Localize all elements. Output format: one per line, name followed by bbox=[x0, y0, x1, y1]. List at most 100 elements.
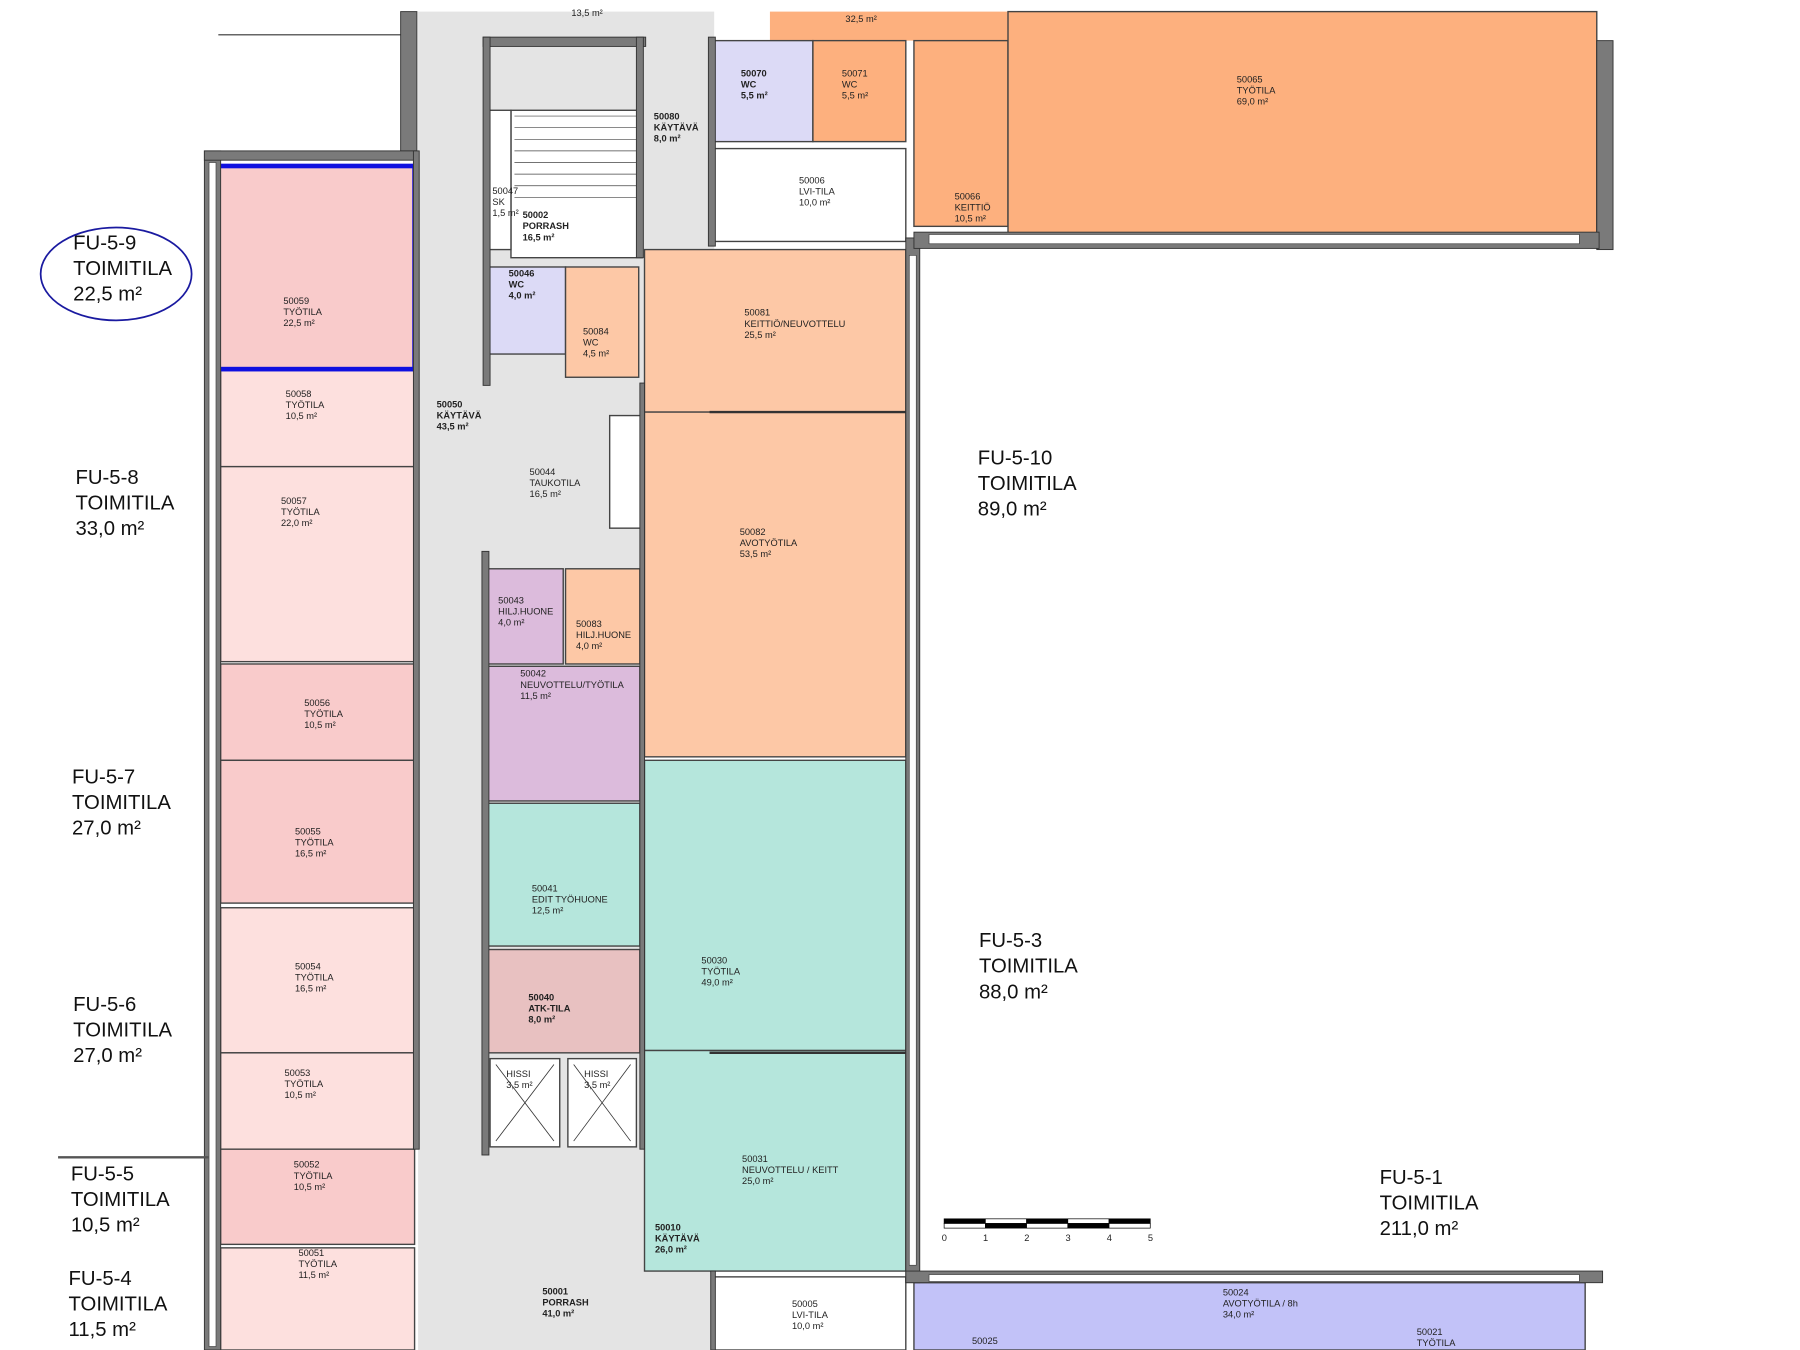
room-name: KÄYTÄVÄ bbox=[437, 410, 482, 420]
room-name: KÄYTÄVÄ bbox=[654, 123, 699, 133]
room-area bbox=[219, 759, 416, 904]
room-area: 22,0 m² bbox=[281, 518, 312, 528]
rooms-layer bbox=[216, 10, 1598, 1350]
room-50055[interactable] bbox=[219, 759, 416, 904]
room-50002[interactable] bbox=[510, 109, 643, 259]
room-50057[interactable] bbox=[219, 465, 416, 663]
room-area: 25,5 m² bbox=[744, 330, 775, 340]
room-id: 50081 bbox=[744, 308, 770, 318]
scale-segment bbox=[1026, 1223, 1069, 1229]
room-50043[interactable] bbox=[487, 568, 564, 665]
room-area bbox=[713, 1276, 907, 1350]
room-name: TYÖTILA bbox=[1417, 1338, 1456, 1348]
walls-layer bbox=[58, 11, 1614, 1350]
room-id: 50066 bbox=[955, 192, 981, 202]
room-area bbox=[812, 39, 907, 143]
room-area bbox=[487, 948, 641, 1054]
room-50071[interactable] bbox=[812, 39, 907, 143]
room-name: TYÖTILA bbox=[283, 307, 322, 317]
wall bbox=[639, 382, 645, 1150]
room-50082[interactable] bbox=[643, 411, 907, 758]
room-area bbox=[713, 39, 814, 143]
room-50059[interactable] bbox=[217, 165, 416, 370]
room-50040[interactable] bbox=[487, 948, 641, 1054]
room-area: 3,5 m² bbox=[584, 1080, 610, 1090]
room-name: KEITTIÖ/NEUVOTTELU bbox=[744, 319, 845, 329]
room-50031[interactable] bbox=[643, 1049, 907, 1272]
wall bbox=[707, 36, 716, 247]
room-name: TYÖTILA bbox=[294, 1171, 333, 1181]
room-50051[interactable] bbox=[219, 1247, 416, 1350]
room-name: LVI-TILA bbox=[799, 186, 836, 196]
room-area bbox=[643, 759, 907, 1052]
room-area bbox=[219, 368, 416, 468]
elevator-cross bbox=[495, 1064, 555, 1142]
scale-tick-label: 3 bbox=[1065, 1233, 1070, 1243]
room-hissi-30[interactable] bbox=[567, 1057, 638, 1148]
room-label: 50025 bbox=[972, 1336, 998, 1346]
room-50052[interactable] bbox=[219, 1148, 416, 1246]
room-50083[interactable] bbox=[564, 568, 641, 665]
unit-type: TOIMITILA bbox=[73, 258, 172, 280]
room-50046[interactable] bbox=[487, 266, 567, 355]
wall bbox=[482, 36, 491, 386]
room-50005[interactable] bbox=[713, 1276, 907, 1350]
room-50024[interactable] bbox=[913, 1281, 1586, 1350]
room-50030[interactable] bbox=[643, 759, 907, 1052]
room-name: WC bbox=[509, 279, 525, 289]
room-area: 4,0 m² bbox=[498, 618, 524, 628]
unit-area: 27,0 m² bbox=[73, 1045, 142, 1067]
room-area bbox=[913, 39, 1009, 228]
room-id: 50080 bbox=[654, 112, 680, 122]
room-50084[interactable] bbox=[564, 266, 640, 378]
room-area: 16,5 m² bbox=[295, 983, 326, 993]
room-50056[interactable] bbox=[219, 663, 416, 762]
room-id: 50041 bbox=[532, 883, 558, 893]
unit-code: FU-5-3 bbox=[979, 930, 1042, 952]
room-50042[interactable] bbox=[487, 665, 641, 802]
window bbox=[908, 255, 917, 1266]
scale-tick-label: 2 bbox=[1024, 1233, 1029, 1243]
room-50053[interactable] bbox=[219, 1052, 416, 1150]
scale-tick-label: 1 bbox=[983, 1233, 988, 1243]
room-50066[interactable] bbox=[913, 39, 1009, 228]
room-id: 50071 bbox=[842, 69, 868, 79]
unit-code: FU-5-1 bbox=[1380, 1167, 1443, 1189]
room-hissi-29[interactable] bbox=[489, 1057, 561, 1148]
room-50070[interactable] bbox=[713, 39, 814, 143]
unit-code: FU-5-8 bbox=[75, 467, 138, 489]
room-50065[interactable] bbox=[1007, 10, 1598, 239]
room-name: SK bbox=[492, 197, 505, 207]
room-50081[interactable] bbox=[643, 248, 907, 413]
unit-code: FU-5-9 bbox=[73, 233, 136, 255]
room-name: AVOTYÖTILA bbox=[740, 538, 798, 548]
room-50041[interactable] bbox=[487, 802, 641, 947]
wall bbox=[635, 36, 644, 259]
room-area: 16,5 m² bbox=[530, 489, 561, 499]
room-50044[interactable] bbox=[608, 414, 642, 529]
room-50006[interactable] bbox=[713, 147, 907, 243]
room-area bbox=[564, 568, 641, 665]
room-50058[interactable] bbox=[219, 368, 416, 468]
room-name: TAUKOTILA bbox=[530, 478, 582, 488]
